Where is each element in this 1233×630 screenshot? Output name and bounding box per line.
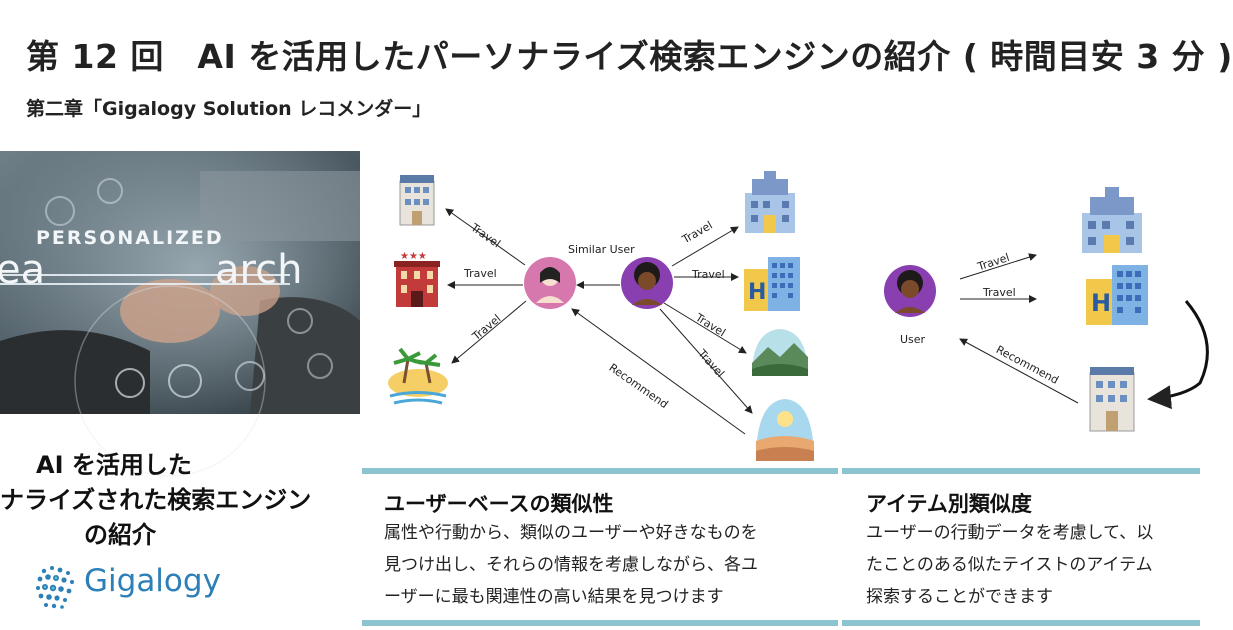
label-travel-5: Travel: [692, 268, 725, 281]
panel-1-line-3: ーザーに最も関連性の高い結果を見つけます: [384, 587, 724, 607]
panel-1-title: ユーザーベースの類似性: [384, 492, 614, 516]
panel-2: アイテム別類似度 ユーザーの行動データを考慮して、以 たことのある似たテイストの…: [842, 476, 1200, 618]
svg-text:H: H: [748, 280, 766, 305]
desert-icon: [756, 399, 814, 461]
panel-bottom-bar-2: [842, 620, 1200, 626]
panel-2-line-2: たことのある似たテイストのアイテム: [866, 555, 1153, 575]
panel-2-line-1: ユーザーの行動データを考慮して、以: [866, 523, 1154, 543]
hotel-icon-left-top: [399, 175, 435, 226]
label-travel-2: Travel: [464, 267, 497, 280]
svg-text:H: H: [1091, 289, 1111, 317]
panel-2-body: ユーザーの行動データを考慮して、以 たことのある似たテイストのアイテム 探索する…: [866, 517, 1153, 613]
hotel-icon-recommended: [1089, 367, 1135, 432]
label-user: User: [900, 333, 926, 346]
svg-text:★★★: ★★★: [400, 251, 427, 262]
hero-search-left: ea: [0, 247, 46, 293]
blue-hotel-icon-a: [745, 171, 795, 233]
panel-bottom-bar-1: [362, 620, 838, 626]
user-avatar: [884, 265, 936, 317]
panel-2-line-3: 探索することができます: [866, 587, 1053, 607]
caption-line-1: AI を活用した: [36, 451, 192, 479]
center-user-avatar: [621, 257, 673, 309]
label-travel-9: Travel: [983, 286, 1016, 299]
caption-line-2: ナライズされた検索エンジン: [0, 486, 312, 514]
caption-line-3: の紹介: [84, 521, 156, 549]
panel-top-bar-1: [362, 468, 838, 474]
similar-user-avatar: [524, 257, 576, 309]
panel-2-title: アイテム別類似度: [866, 492, 1032, 516]
logo-dots-icon: [36, 566, 74, 609]
label-similar-user: Similar User: [568, 243, 635, 256]
hero-search-right: arch: [215, 247, 303, 293]
h-hotel-icon-a: H: [744, 257, 800, 311]
panel-1-line-1: 属性や行動から、類似のユーザーや好きなものを: [384, 523, 758, 543]
red-hotel-icon: ★★★: [394, 251, 440, 307]
gigalogy-logo: Gigalogy: [34, 563, 234, 613]
beach-icon: [388, 347, 448, 405]
page-title: 第 12 回 AI を活用したパーソナライズ検索エンジンの紹介 ( 時間目安 3…: [26, 37, 1233, 76]
blue-hotel-icon-b: [1082, 187, 1142, 253]
page-subtitle: 第二章「Gigalogy Solution レコメンダー」: [26, 98, 432, 120]
panel-top-bar-2: [842, 468, 1200, 474]
hero-image: PERSONALIZED ea arch: [0, 151, 360, 477]
panel-1-line-2: 見つけ出し、それらの情報を考慮しながら、各ユ: [384, 555, 758, 575]
recommendation-diagram: ★★★: [360, 151, 1209, 471]
panel-1-body: 属性や行動から、類似のユーザーや好きなものを 見つけ出し、それらの情報を考慮しな…: [384, 517, 758, 613]
landscape-icon: [752, 329, 808, 376]
hero-overlay-text: PERSONALIZED: [36, 227, 224, 249]
h-hotel-icon-b: H: [1086, 265, 1148, 325]
left-caption: AI を活用した ナライズされた検索エンジン の紹介: [0, 448, 360, 553]
logo-text: Gigalogy: [84, 563, 221, 599]
